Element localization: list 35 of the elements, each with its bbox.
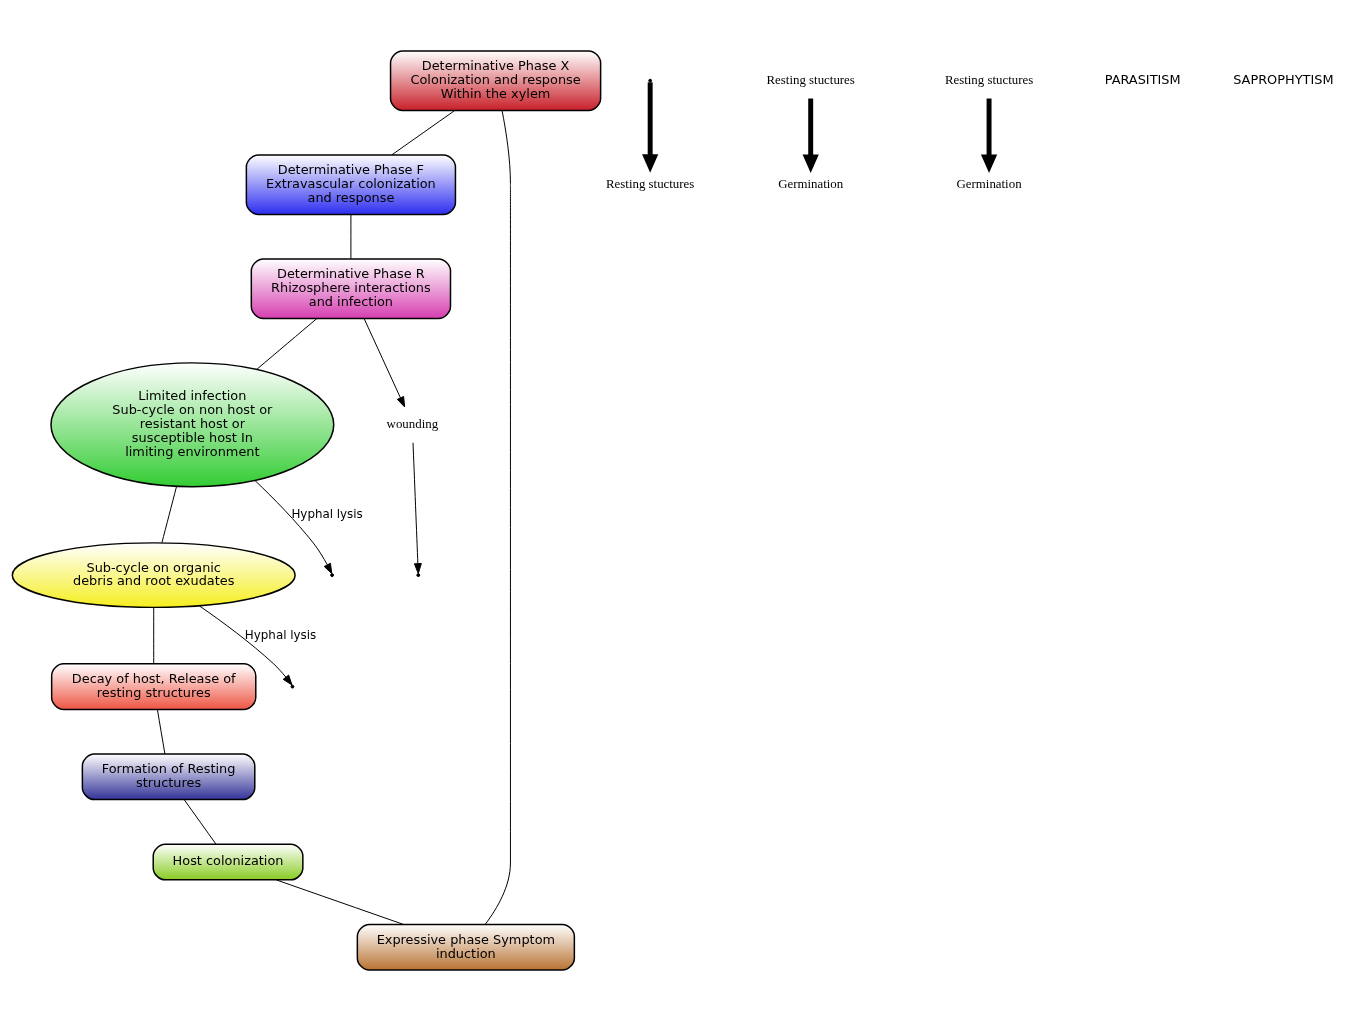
node-text: wounding: [386, 416, 439, 431]
arrow: [198, 604, 293, 686]
arrow: [254, 479, 333, 574]
connector: [350, 213, 352, 259]
node-box: Determinative Phase F Extravascular colonization and response: [245, 153, 457, 215]
node-box: Determinative Phase X Colonization and response Within the xylem: [389, 49, 602, 111]
node-text: Resting stuctures: [944, 72, 1034, 87]
node-text: Germination: [956, 176, 1022, 191]
node-text: Germination: [778, 176, 844, 191]
node-text: Resting stuctures: [606, 176, 695, 191]
arrow: [412, 441, 422, 574]
connector: [161, 485, 178, 543]
connector: [183, 798, 217, 845]
connector: [484, 109, 511, 925]
label: PARASITISM: [1104, 71, 1181, 87]
connector: [391, 109, 455, 155]
node-box: Host colonization: [152, 842, 304, 881]
connector: [153, 606, 155, 664]
node-box: Expressive phase Symptom induction: [356, 923, 576, 971]
arrow: [642, 81, 659, 173]
arrow: [980, 98, 998, 173]
edge-label: Hyphal lysis: [291, 506, 363, 521]
arrow: [802, 98, 819, 173]
connector: [275, 878, 404, 925]
edge-label: Hyphal lysis: [244, 627, 317, 642]
node-text: Resting stuctures: [766, 72, 855, 87]
connector: [156, 708, 166, 754]
node-ellipse: Limited infection Sub-cycle on non host or resistant host or susceptible host In limiting environment: [50, 361, 335, 487]
node-box: Determinative Phase R Rhizosphere interactions and infection: [250, 257, 452, 319]
node-ellipse: Sub-cycle on organic debris and root exudates: [11, 541, 296, 608]
label: SAPROPHYTISM: [1233, 71, 1334, 87]
arrow: [363, 317, 406, 407]
connector: [255, 317, 318, 370]
node-box: Formation of Resting structures: [81, 752, 256, 800]
node-box: Decay of host, Release of resting structures: [50, 662, 257, 710]
